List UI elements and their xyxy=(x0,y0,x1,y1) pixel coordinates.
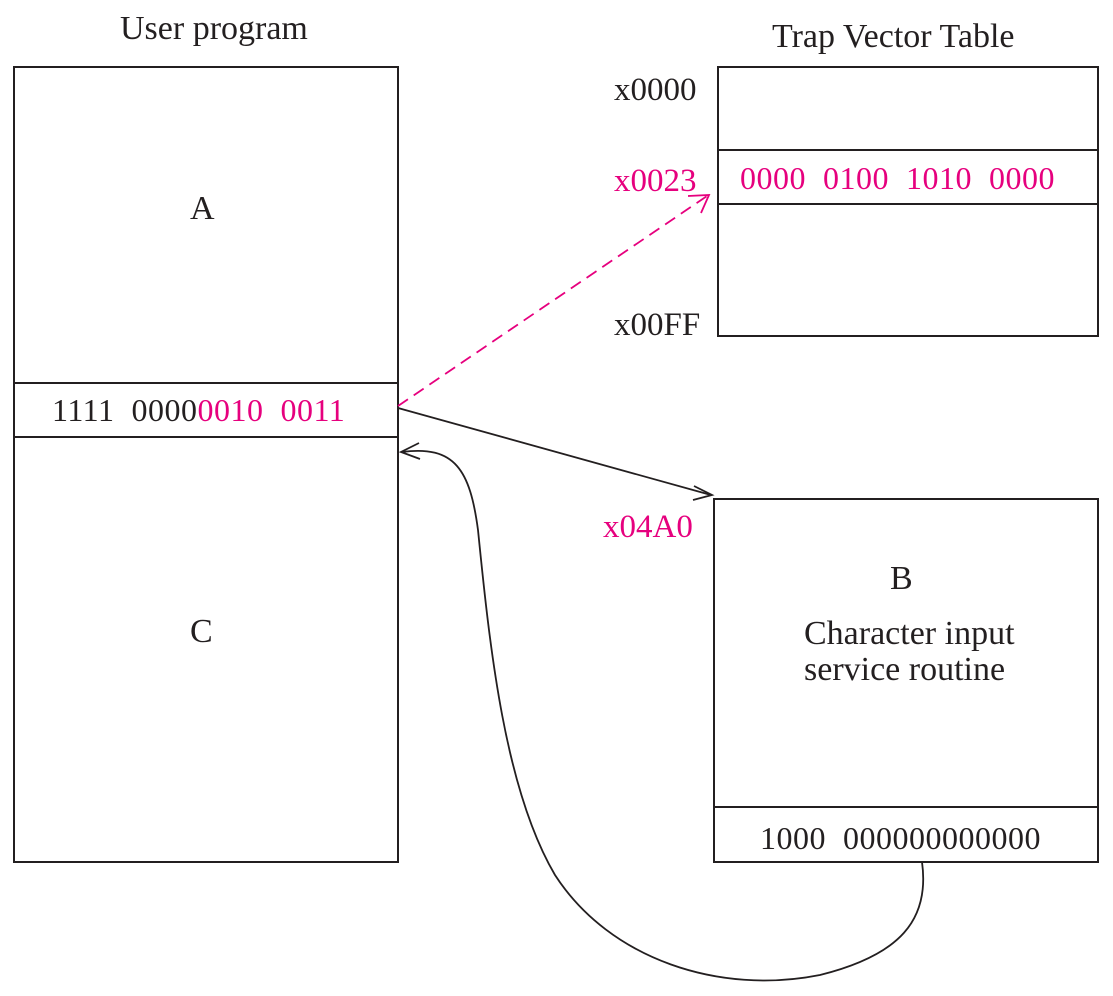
trap-opcode-bits: 1111 0000 xyxy=(52,392,198,428)
service-routine-label-b: B xyxy=(890,560,913,597)
trap-vector-table-block xyxy=(717,66,1099,337)
user-program-block xyxy=(13,66,399,863)
tvt-entry-bottom-divider xyxy=(719,203,1097,205)
trap-instruction: 1111 00000010 0011 xyxy=(52,394,345,426)
tvt-entry-value: 0000 0100 1010 0000 xyxy=(740,160,1055,196)
user-program-section-c: C xyxy=(190,613,213,650)
tvt-entry-top-divider xyxy=(719,149,1097,151)
tvt-address-start: x0000 xyxy=(614,72,697,108)
trap-row-bottom-divider xyxy=(15,436,397,438)
tvt-address-end: x00FF xyxy=(614,307,701,343)
user-program-title: User program xyxy=(120,10,308,47)
vector-lookup-arrow xyxy=(397,194,711,407)
trap-vector-table-title: Trap Vector Table xyxy=(772,18,1015,55)
service-routine-return-divider xyxy=(715,806,1097,808)
service-routine-description-line2: service routine xyxy=(804,651,1006,688)
trap-vector-bits: 0010 0011 xyxy=(197,392,346,428)
tvt-address-entry: x0023 xyxy=(614,163,697,199)
service-routine-description-line1: Character input xyxy=(804,615,1015,652)
user-program-section-a: A xyxy=(190,190,215,227)
return-instruction: 1000 000000000000 xyxy=(760,820,1041,856)
service-routine-start-address: x04A0 xyxy=(603,509,693,545)
trap-row-top-divider xyxy=(15,382,397,384)
jump-to-routine-arrow xyxy=(397,407,715,501)
